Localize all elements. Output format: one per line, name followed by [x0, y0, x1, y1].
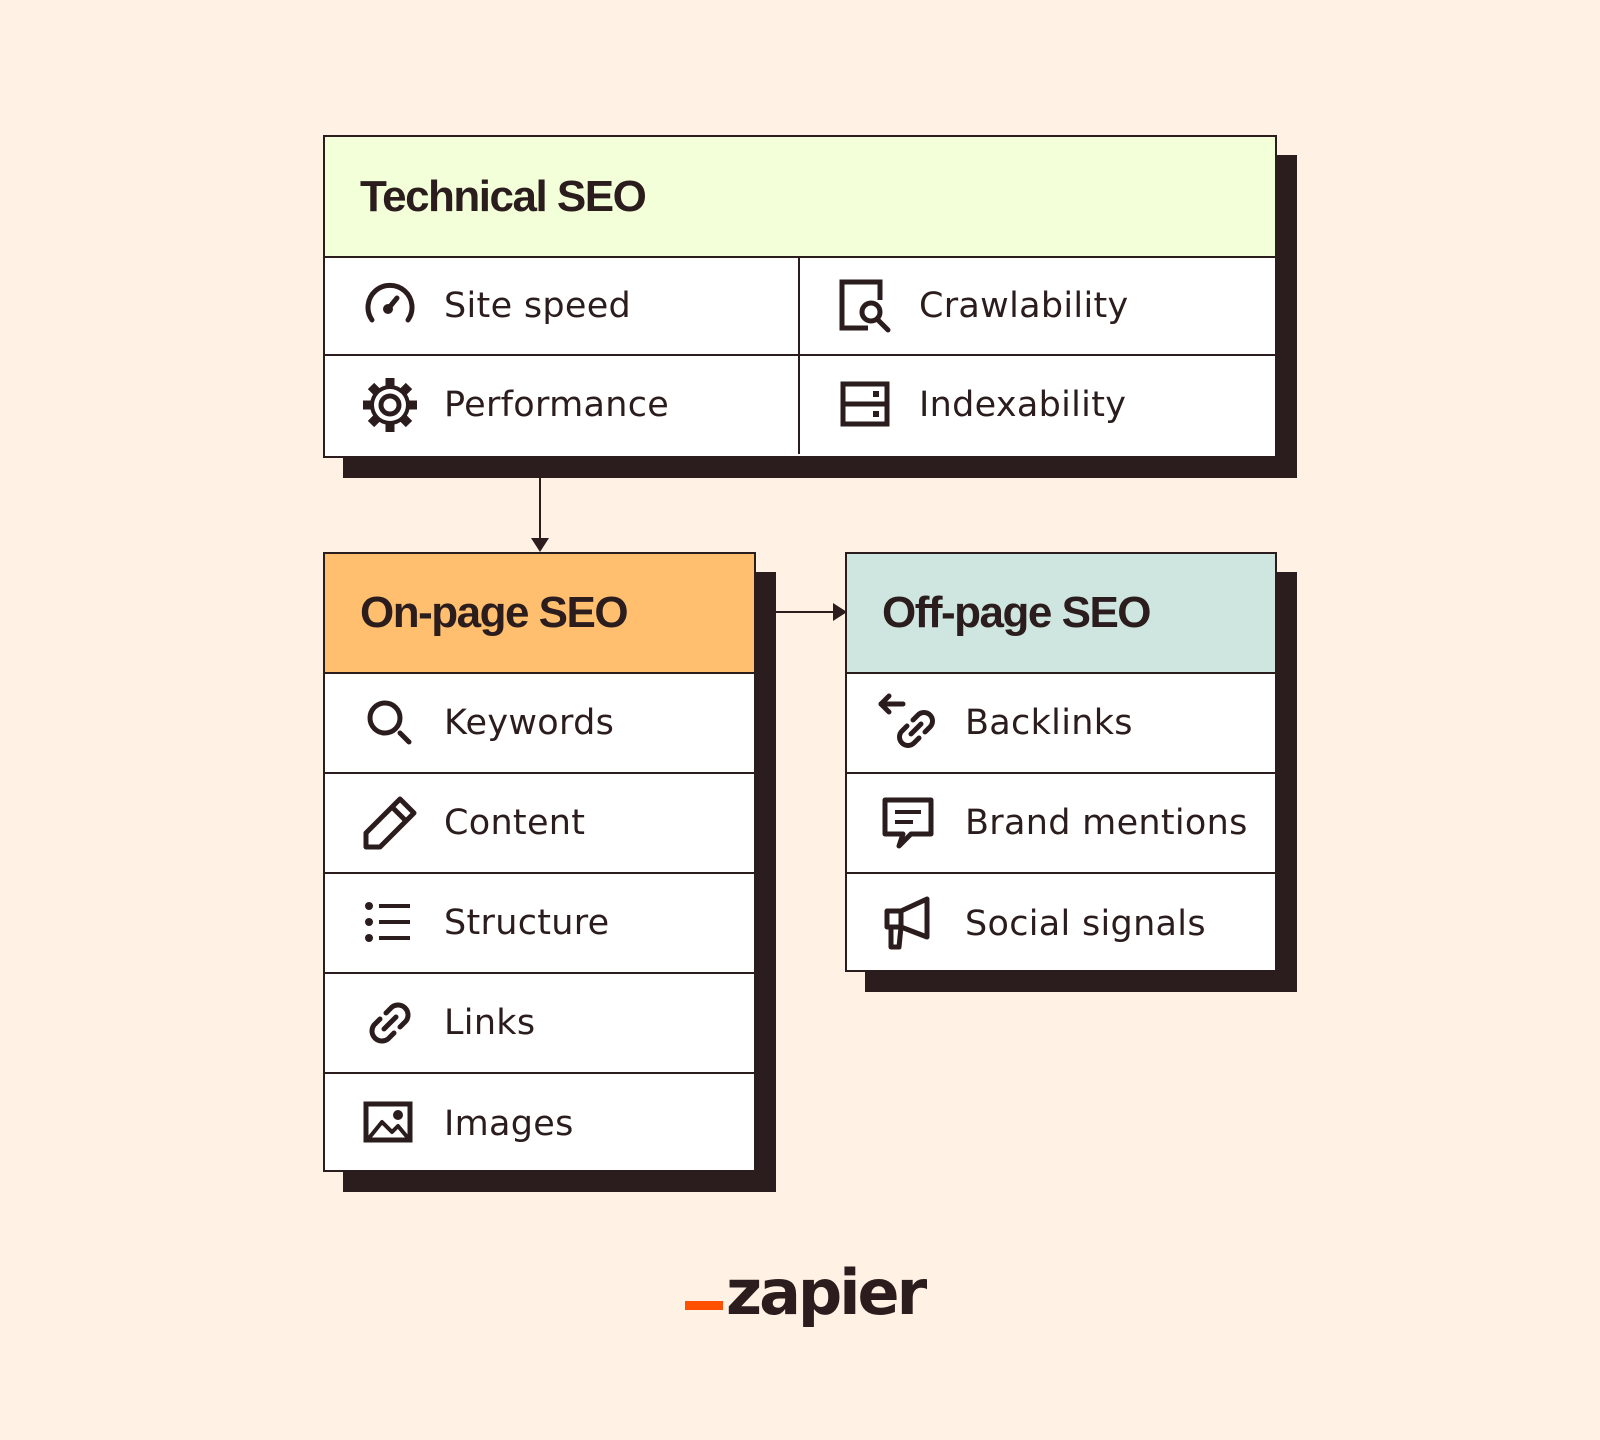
technical-item-indexability: Indexability: [800, 356, 1275, 454]
onpage-item-keywords: Keywords: [325, 674, 754, 774]
gear-icon: [360, 375, 420, 435]
onpage-item-label: Content: [444, 803, 586, 843]
offpage-item-label: Social signals: [965, 904, 1206, 944]
list-icon: [360, 893, 420, 953]
onpage-item-label: Images: [444, 1104, 574, 1144]
link-icon: [360, 993, 420, 1053]
onpage-item-content: Content: [325, 774, 754, 874]
speedometer-icon: [360, 276, 420, 336]
onpage-seo-title: On-page SEO: [360, 588, 629, 637]
onpage-item-links: Links: [325, 974, 754, 1074]
technical-seo-title: Technical SEO: [360, 171, 647, 221]
megaphone-icon: [877, 891, 943, 957]
onpage-item-label: Structure: [444, 903, 610, 943]
server-icon: [835, 375, 895, 435]
offpage-item-label: Brand mentions: [965, 803, 1248, 843]
technical-item-performance: Performance: [325, 356, 800, 454]
page-search-icon: [835, 276, 895, 336]
technical-seo-box: Technical SEO Site speed Cr: [323, 135, 1277, 458]
onpage-seo-box: On-page SEO Keywords Content: [323, 552, 756, 1172]
offpage-seo-title: Off-page SEO: [882, 588, 1152, 637]
technical-seo-grid: Site speed Crawlability: [325, 258, 1275, 454]
logo-underscore-mark: [685, 1301, 723, 1310]
offpage-item-brand-mentions: Brand mentions: [847, 774, 1275, 874]
technical-item-label: Crawlability: [919, 286, 1129, 326]
comment-icon: [877, 790, 943, 856]
technical-item-site-speed: Site speed: [325, 258, 800, 356]
onpage-item-label: Keywords: [444, 703, 615, 743]
offpage-seo-header: Off-page SEO: [847, 554, 1275, 674]
pencil-icon: [360, 793, 420, 853]
onpage-item-structure: Structure: [325, 874, 754, 974]
onpage-seo-header: On-page SEO: [325, 554, 754, 674]
technical-item-label: Indexability: [919, 385, 1127, 425]
technical-item-crawlability: Crawlability: [800, 258, 1275, 356]
backlink-icon: [877, 690, 943, 756]
offpage-item-backlinks: Backlinks: [847, 674, 1275, 774]
image-icon: [360, 1094, 420, 1154]
logo-wordmark: zapier: [726, 1256, 927, 1329]
onpage-item-images: Images: [325, 1074, 754, 1174]
technical-seo-header: Technical SEO: [325, 137, 1275, 258]
onpage-item-label: Links: [444, 1003, 536, 1043]
technical-item-label: Performance: [444, 385, 670, 425]
offpage-item-label: Backlinks: [965, 703, 1133, 743]
technical-item-label: Site speed: [444, 286, 632, 326]
offpage-seo-box: Off-page SEO Backlinks: [845, 552, 1277, 972]
offpage-item-social-signals: Social signals: [847, 874, 1275, 974]
zapier-logo: zapier: [685, 1256, 927, 1329]
search-icon: [360, 693, 420, 753]
